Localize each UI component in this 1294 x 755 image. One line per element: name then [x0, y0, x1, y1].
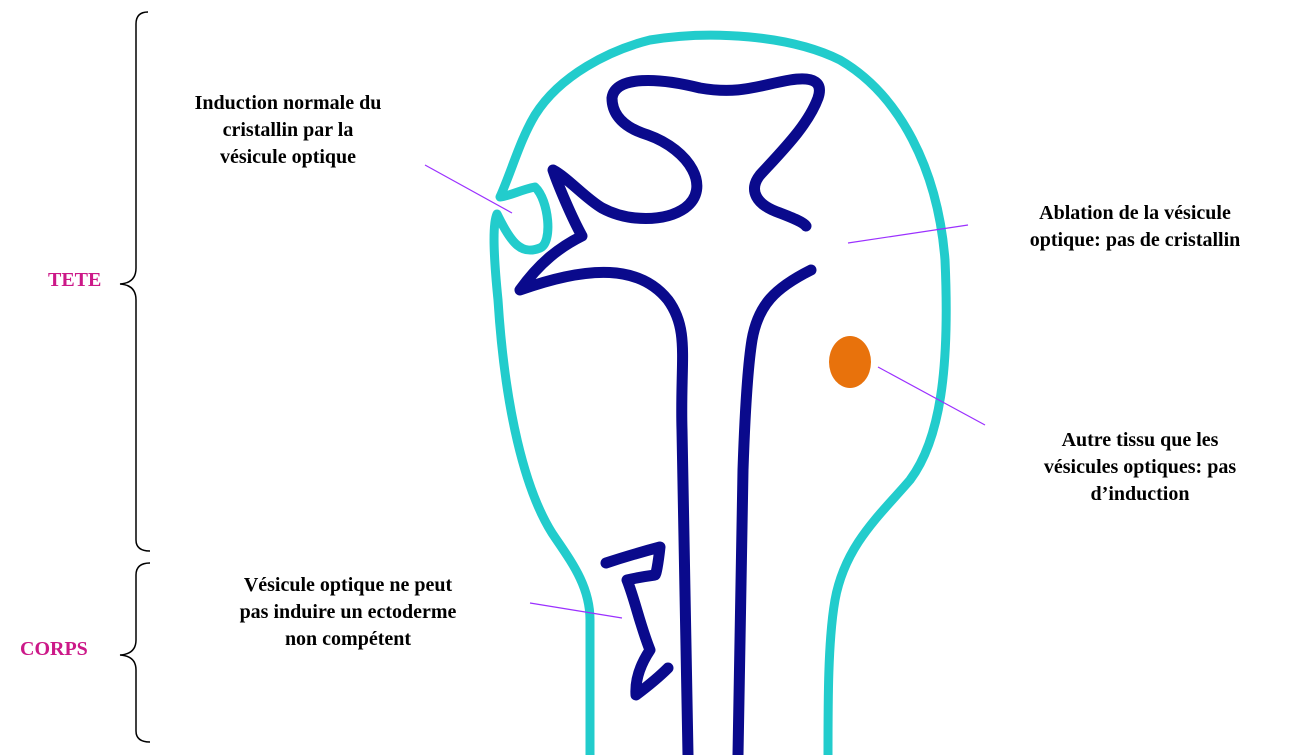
annotation-line: vésicule optique — [168, 144, 408, 171]
annotation-line: Induction normale du — [168, 90, 408, 117]
leader-line-ablation — [848, 225, 968, 243]
leader-line-corps — [530, 603, 622, 618]
annotation-line: d’induction — [1010, 481, 1270, 508]
corps-vesicle — [606, 547, 668, 695]
annotation-line: cristallin par la — [168, 117, 408, 144]
neural-tube-right-wall — [738, 270, 811, 755]
annotation-corps-vesicule: Vésicule optique ne peut pas induire un … — [198, 572, 498, 653]
annotation-line: Autre tissu que les — [1010, 427, 1270, 454]
region-label-tete: TETE — [48, 268, 101, 292]
annotation-ablation: Ablation de la vésicule optique: pas de … — [985, 200, 1285, 254]
ectoderm-outline — [494, 35, 946, 755]
annotation-autre-tissu: Autre tissu que les vésicules optiques: … — [1010, 427, 1270, 508]
annotation-line: Ablation de la vésicule — [985, 200, 1285, 227]
leader-line-autre — [878, 367, 985, 425]
annotation-line: Vésicule optique ne peut — [198, 572, 498, 599]
tete-bracket — [120, 12, 150, 551]
annotation-line: pas induire un ectoderme — [198, 599, 498, 626]
annotation-induction-normale: Induction normale du cristallin par la v… — [168, 90, 408, 171]
corps-bracket — [120, 563, 150, 742]
annotation-line: optique: pas de cristallin — [985, 227, 1285, 254]
annotation-line: vésicules optiques: pas — [1010, 454, 1270, 481]
grafted-tissue — [829, 336, 871, 388]
neural-tube-left-wall — [520, 79, 819, 755]
annotation-line: non compétent — [198, 626, 498, 653]
region-label-corps: CORPS — [20, 637, 88, 661]
